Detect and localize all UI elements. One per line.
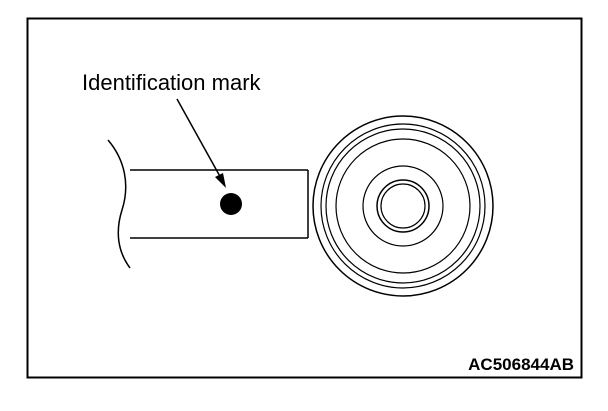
bushing-outer-ring: [312, 115, 494, 297]
bushing-inner-ring: [362, 165, 444, 247]
callout-label: Identification mark: [82, 70, 262, 95]
bushing: [312, 115, 494, 297]
bushing-ring-2: [320, 123, 486, 289]
control-arm: [130, 169, 309, 239]
bushing-bore-inner: [380, 183, 426, 229]
break-line: [107, 139, 131, 269]
callout-leader: [176, 98, 226, 188]
identification-mark-dot: [220, 193, 242, 215]
bushing-ring-3: [325, 128, 481, 284]
bushing-ring-4: [335, 138, 471, 274]
bushing-bore: [376, 179, 430, 233]
figure-code: AC506844AB: [468, 355, 574, 374]
figure-frame: [26, 17, 583, 379]
